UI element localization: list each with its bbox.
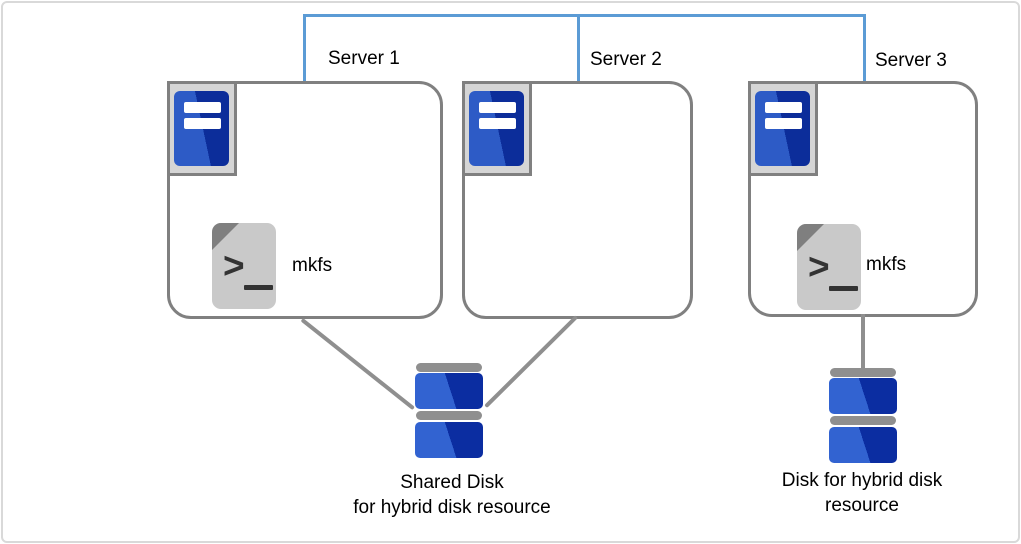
server-slot-bar bbox=[479, 102, 516, 113]
hybrid-disk-caption: Disk for hybrid disk resource bbox=[742, 468, 982, 518]
server1-label: Server 1 bbox=[328, 48, 400, 69]
server3-mkfs-label: mkfs bbox=[866, 254, 907, 275]
server3-computer-icon bbox=[748, 81, 818, 176]
shared-disk-caption-line2: for hybrid disk resource bbox=[353, 497, 551, 518]
hybrid-disk-caption-line1: Disk for hybrid disk bbox=[781, 470, 943, 491]
server-slot-bar bbox=[765, 118, 802, 129]
server1-computer-icon bbox=[167, 81, 237, 176]
network-drop-server2 bbox=[577, 14, 580, 81]
shared-disk-caption-line1: Shared Disk bbox=[400, 472, 504, 493]
hybrid-disk-icon bbox=[829, 368, 897, 464]
server-tower-shape bbox=[755, 91, 810, 166]
server-slot-bar bbox=[479, 118, 516, 129]
server1-mkfs-label: mkfs bbox=[292, 255, 333, 276]
server2-computer-icon bbox=[462, 81, 532, 176]
disk-body bbox=[415, 422, 483, 458]
link-server3-disk bbox=[861, 314, 865, 370]
disk-body bbox=[415, 373, 483, 409]
hybrid-disk-caption-line2: resource bbox=[825, 495, 899, 516]
shared-disk-caption: Shared Disk for hybrid disk resource bbox=[292, 470, 612, 520]
disk-body bbox=[829, 427, 897, 463]
server-tower-shape bbox=[469, 91, 524, 166]
server3-mkfs-script-icon: > bbox=[797, 224, 861, 310]
server-tower-shape bbox=[174, 91, 229, 166]
server-slot-bar bbox=[184, 118, 221, 129]
server1-mkfs-script-icon: > bbox=[212, 223, 276, 309]
server-slot-bar bbox=[184, 102, 221, 113]
server-slot-bar bbox=[765, 102, 802, 113]
disk-platter-bar bbox=[830, 416, 896, 425]
server3-label: Server 3 bbox=[875, 50, 947, 71]
cursor-underscore bbox=[829, 286, 858, 291]
cursor-underscore bbox=[244, 285, 273, 290]
shell-prompt-glyph: > bbox=[808, 246, 830, 287]
disk-platter-bar bbox=[416, 363, 482, 372]
link-server1-shared-disk bbox=[300, 318, 415, 411]
disk-body bbox=[829, 378, 897, 414]
network-drop-server1 bbox=[303, 14, 306, 81]
network-drop-server3 bbox=[863, 14, 866, 81]
disk-platter-bar bbox=[830, 368, 896, 377]
shared-disk-icon bbox=[415, 363, 483, 459]
server2-label: Server 2 bbox=[590, 49, 662, 70]
link-server2-shared-disk bbox=[484, 315, 578, 409]
disk-platter-bar bbox=[416, 411, 482, 420]
shell-prompt-glyph: > bbox=[223, 245, 245, 286]
network-line-horizontal bbox=[303, 14, 866, 17]
